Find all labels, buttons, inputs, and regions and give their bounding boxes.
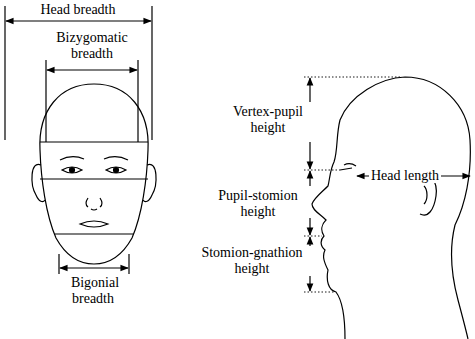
dotted-guide bbox=[304, 236, 322, 237]
nose bbox=[86, 198, 102, 210]
band-line bbox=[40, 178, 148, 179]
brow bbox=[60, 157, 128, 160]
dimension-arrow bbox=[6, 20, 151, 21]
dimension-label-box: Bizygomatic breadth bbox=[44, 30, 140, 62]
dotted-guide bbox=[304, 170, 340, 171]
pupil bbox=[70, 168, 75, 173]
dimension-label: Pupil-stomion height bbox=[218, 188, 297, 219]
head-profile bbox=[312, 77, 470, 339]
guide-line bbox=[128, 254, 129, 274]
dimension-label: Stomion-gnathion height bbox=[201, 245, 302, 276]
eye bbox=[106, 167, 126, 173]
dimension-arrow bbox=[309, 142, 310, 169]
eye bbox=[340, 164, 356, 170]
ear bbox=[143, 164, 156, 201]
dimension-label-box: Stomion-gnathion height bbox=[197, 245, 307, 277]
dimension-arrow bbox=[309, 171, 310, 186]
dimension-label-box: Bigonial breadth bbox=[56, 275, 132, 307]
face-outline bbox=[40, 84, 148, 264]
band-line bbox=[40, 141, 148, 142]
dimension-label: Head length bbox=[369, 168, 441, 183]
dimension-label-box: Pupil-stomion height bbox=[211, 188, 305, 220]
dimension-arrow bbox=[309, 276, 310, 291]
dotted-guide bbox=[304, 77, 402, 78]
dimension-label-box: Vertex-pupil height bbox=[228, 104, 308, 136]
dimension-arrow bbox=[60, 267, 128, 268]
pupil bbox=[114, 168, 119, 173]
dimension-arrow bbox=[309, 78, 310, 102]
dimension-arrow bbox=[309, 237, 310, 246]
dotted-guide bbox=[304, 292, 334, 293]
guide-line bbox=[137, 60, 138, 142]
mouth bbox=[80, 221, 108, 227]
band-line bbox=[55, 233, 133, 234]
guide-line bbox=[58, 254, 59, 274]
guide-line bbox=[151, 6, 152, 140]
dimension-arrow bbox=[47, 69, 137, 70]
eye bbox=[62, 167, 82, 173]
dimension-label: Vertex-pupil height bbox=[233, 104, 303, 135]
dimension-arrow bbox=[309, 218, 310, 235]
dimension-label: Bigonial breadth bbox=[69, 275, 119, 306]
dimension-label: Head breadth bbox=[40, 2, 115, 17]
guide-line bbox=[4, 6, 5, 140]
dimension-label: Bizygomatic breadth bbox=[56, 30, 128, 61]
guide-line bbox=[45, 60, 46, 142]
dimension-label-box: Head length bbox=[350, 168, 460, 184]
dimension-label-box: Head breadth bbox=[18, 2, 138, 18]
ear bbox=[32, 164, 45, 201]
